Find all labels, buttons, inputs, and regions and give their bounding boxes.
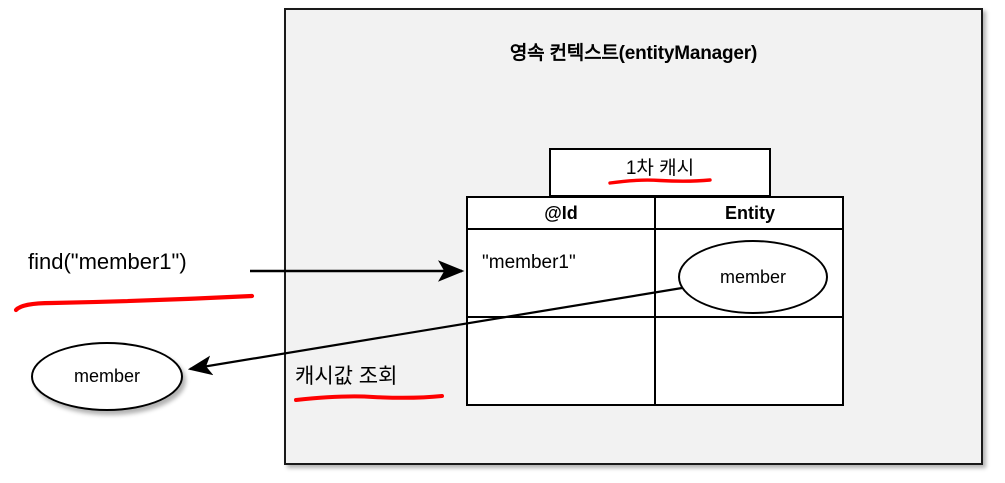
entity-ellipse: member <box>678 240 828 314</box>
first-level-cache-underline <box>608 178 712 185</box>
table-column-divider <box>654 198 656 404</box>
find-call-underline <box>13 293 255 313</box>
table-cell-id-value: "member1" <box>482 252 576 273</box>
table-header-id: @Id <box>544 203 578 223</box>
find-call-label: find("member1") <box>28 249 187 274</box>
cache-lookup-label: 캐시값 조회 <box>295 365 398 388</box>
first-level-cache-label: 1차 캐시 <box>625 158 695 179</box>
first-level-cache-box <box>549 148 771 197</box>
returned-entity-ellipse: member <box>31 342 183 411</box>
cache-lookup-underline <box>294 394 444 402</box>
persistence-context-title: 영속 컨텍스트(entityManager) <box>509 43 758 64</box>
table-header-entity: Entity <box>724 203 775 223</box>
